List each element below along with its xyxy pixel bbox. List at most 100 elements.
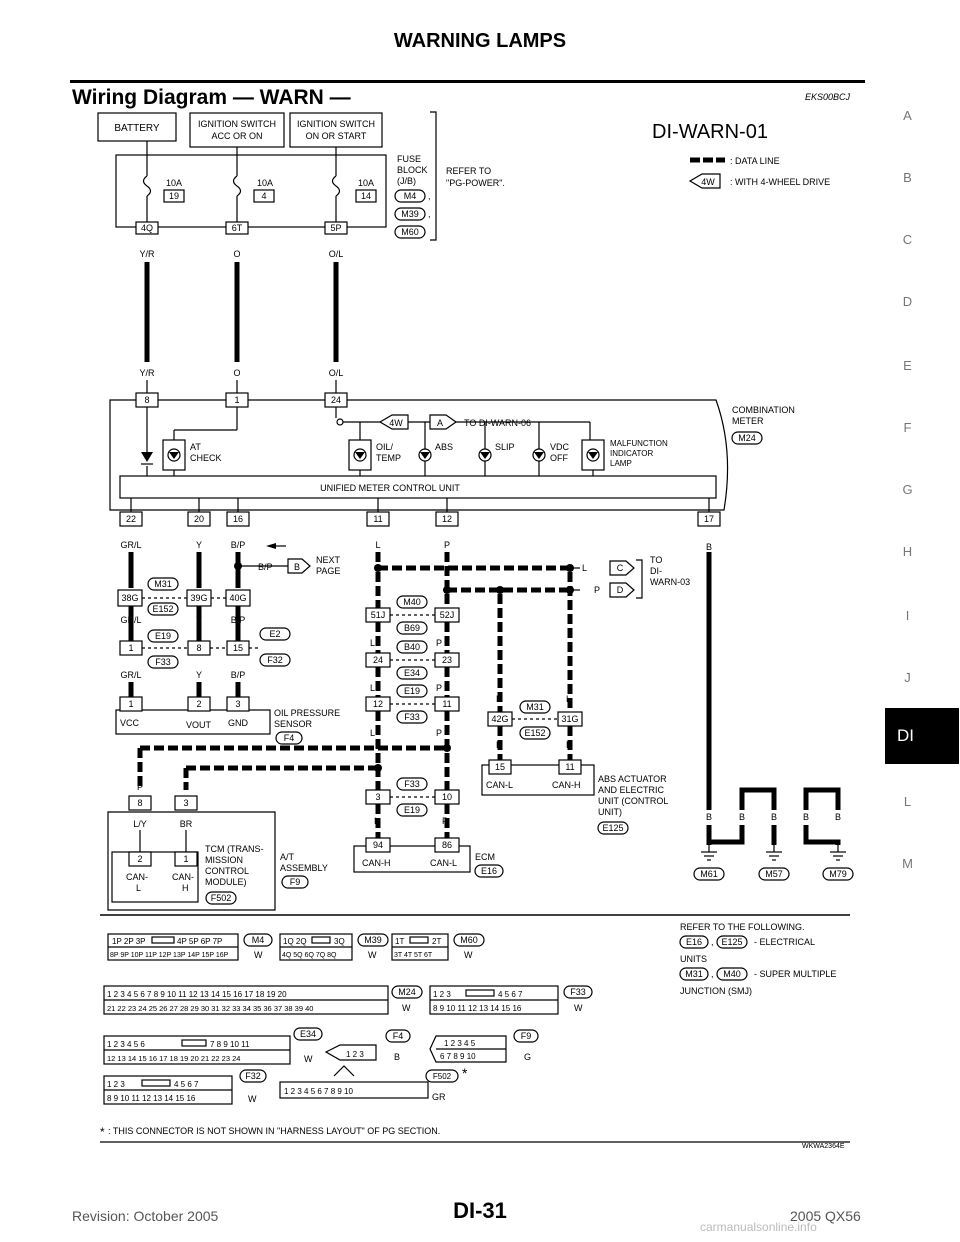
abs-lamp: ABS xyxy=(418,442,453,462)
side-tab-di-active[interactable]: DI xyxy=(885,708,959,764)
meter-bottom-wire-labels: GR/L Y B/P L P B xyxy=(120,540,712,552)
footnote-star-icon: * xyxy=(100,1125,105,1139)
svg-text:3: 3 xyxy=(375,792,380,802)
tcm-pin-3: 3 xyxy=(183,798,188,808)
connector-m39: 1Q 2Q 3Q 4Q 5Q 6Q 7Q 8Q M39 W xyxy=(279,933,389,961)
fuse-conn-m60: M60 xyxy=(401,227,419,237)
svg-text:M24: M24 xyxy=(398,987,416,997)
next-page-line1: NEXT xyxy=(316,555,341,565)
svg-text:W: W xyxy=(402,1003,411,1013)
side-tab-e[interactable]: E xyxy=(903,358,912,373)
tcm-wire-br: BR xyxy=(180,819,193,829)
side-tab-j[interactable]: J xyxy=(904,670,911,685)
can-junction-m40: 51J 52J M40 B69 xyxy=(365,595,460,635)
fuse-19: 10A 19 xyxy=(142,155,185,227)
side-tab-d[interactable]: D xyxy=(902,294,913,309)
ground-conn-m61: M61 xyxy=(700,869,718,879)
warn03-wire-p: P xyxy=(594,585,600,595)
side-tab-i[interactable]: I xyxy=(905,608,910,623)
side-tab-h[interactable]: H xyxy=(902,544,913,559)
svg-text:Y: Y xyxy=(196,670,202,680)
tcm-name-line2: MISSION xyxy=(205,855,243,865)
meter-pin-24: 24 xyxy=(331,395,341,405)
sensor-label-gnd: GND xyxy=(228,718,249,728)
svg-text:17: 17 xyxy=(704,514,714,524)
svg-text:16: 16 xyxy=(233,514,243,524)
at-assembly-conn-f9: F9 xyxy=(290,877,301,887)
abs-conn-e152: E152 xyxy=(524,728,545,738)
page-header-title: WARNING LAMPS xyxy=(393,30,567,52)
umcu-label: UNIFIED METER CONTROL UNIT xyxy=(320,483,460,493)
svg-text:W: W xyxy=(304,1054,313,1064)
side-tab-a[interactable]: A xyxy=(903,108,912,123)
abs-pin-31g: 31G xyxy=(561,714,578,724)
can-junction-f33: 3 10 F33 E19 xyxy=(365,777,460,817)
fuse-block-line1: FUSE xyxy=(397,154,421,164)
header-rule xyxy=(70,80,865,83)
ground-symbol-m79 xyxy=(830,845,846,861)
ign-on-line1: IGNITION SWITCH xyxy=(297,119,375,129)
svg-text:JUNCTION (SMJ): JUNCTION (SMJ) xyxy=(680,986,752,996)
svg-text:E16: E16 xyxy=(686,937,702,947)
svg-text:B: B xyxy=(706,542,712,552)
connector-f32: 1 2 3 4 5 6 7 8 9 10 11 12 13 14 15 16 F… xyxy=(103,1069,267,1105)
at-check-lamp: AT CHECK xyxy=(162,439,222,471)
svg-text:M39: M39 xyxy=(364,935,382,945)
fuse-conn-m39: M39 xyxy=(401,209,419,219)
svg-text:CHECK: CHECK xyxy=(190,453,222,463)
svg-text:- ELECTRICAL: - ELECTRICAL xyxy=(754,937,815,947)
warn03-line2: DI- xyxy=(650,566,662,576)
meter-bottom-pins: 22 20 16 11 12 17 xyxy=(119,511,721,527)
tcm-label-can-h-2: H xyxy=(182,883,189,893)
ecm-conn-e16: E16 xyxy=(481,866,497,876)
legend-4w-text: : WITH 4-WHEEL DRIVE xyxy=(730,177,830,187)
j1-conn-e152: E152 xyxy=(152,604,173,614)
tcm-label-can-h-1: CAN- xyxy=(172,872,194,882)
j1-wire-labels: GR/L Y B/P xyxy=(120,615,245,625)
connector-f33: 1 2 3 4 5 6 7 8 9 10 11 12 13 14 15 16 F… xyxy=(429,985,593,1015)
side-tab-f[interactable]: F xyxy=(903,420,912,435)
abs-pin-15: 15 xyxy=(495,762,505,772)
side-tab-g[interactable]: G xyxy=(902,482,913,497)
svg-text:12: 12 xyxy=(442,514,452,524)
meter-title-line1: COMBINATION xyxy=(732,405,795,415)
mil-lamp: MALFUNCTION INDICATOR LAMP xyxy=(581,439,668,471)
sensor-conn-f4: F4 xyxy=(284,733,295,743)
wire-label-yr: Y/R xyxy=(139,368,155,378)
svg-text:B69: B69 xyxy=(404,623,420,633)
ign-on-line2: ON OR START xyxy=(306,131,367,141)
ground-symbol-m57 xyxy=(766,845,782,861)
abs-name-line1: ABS ACTUATOR xyxy=(598,774,667,784)
can-wire-l-3: L xyxy=(370,728,375,738)
svg-text:10A: 10A xyxy=(166,178,182,188)
can-wire-p-4: P xyxy=(442,816,448,826)
svg-text:2T: 2T xyxy=(432,937,441,946)
abs-wire-p-top: P xyxy=(496,694,502,704)
j2-pin-8: 8 xyxy=(196,643,201,653)
svg-text:AT: AT xyxy=(190,442,201,452)
side-tab-l[interactable]: L xyxy=(903,794,912,809)
svg-text:4P 5P 6P 7P: 4P 5P 6P 7P xyxy=(177,937,222,946)
svg-text:W: W xyxy=(574,1003,583,1013)
tcm-wire-l: L xyxy=(183,782,188,792)
svg-text:M40: M40 xyxy=(723,969,741,979)
svg-text:G: G xyxy=(524,1052,531,1062)
svg-text:REFER TO THE FOLLOWING.: REFER TO THE FOLLOWING. xyxy=(680,922,805,932)
sensor-name-line1: OIL PRESSURE xyxy=(274,708,340,718)
svg-text:TEMP: TEMP xyxy=(376,453,401,463)
diagram-id: DI-WARN-01 xyxy=(652,121,768,143)
next-page-wire-label: B/P xyxy=(258,562,273,572)
side-tab-c[interactable]: C xyxy=(902,232,913,247)
svg-text:E34: E34 xyxy=(404,668,420,678)
svg-text:7 8 9 10 11: 7 8 9 10 11 xyxy=(210,1040,250,1049)
footnote-text: : THIS CONNECTOR IS NOT SHOWN IN "HARNES… xyxy=(108,1126,440,1136)
svg-text:F33: F33 xyxy=(404,779,420,789)
can-junction-e19: 12 11 E19 F33 xyxy=(365,684,460,724)
sensor-pin-2: 2 xyxy=(196,699,201,709)
svg-text:1 2 3: 1 2 3 xyxy=(346,1050,364,1059)
svg-text:1T: 1T xyxy=(395,937,404,946)
sensor-label-vcc: VCC xyxy=(120,718,140,728)
svg-text:8P 9P 10P 11P 12P 13P 14P 15P: 8P 9P 10P 11P 12P 13P 14P 15P 16P xyxy=(110,952,229,959)
side-tab-m[interactable]: M xyxy=(902,856,913,871)
side-tab-b[interactable]: B xyxy=(903,170,912,185)
